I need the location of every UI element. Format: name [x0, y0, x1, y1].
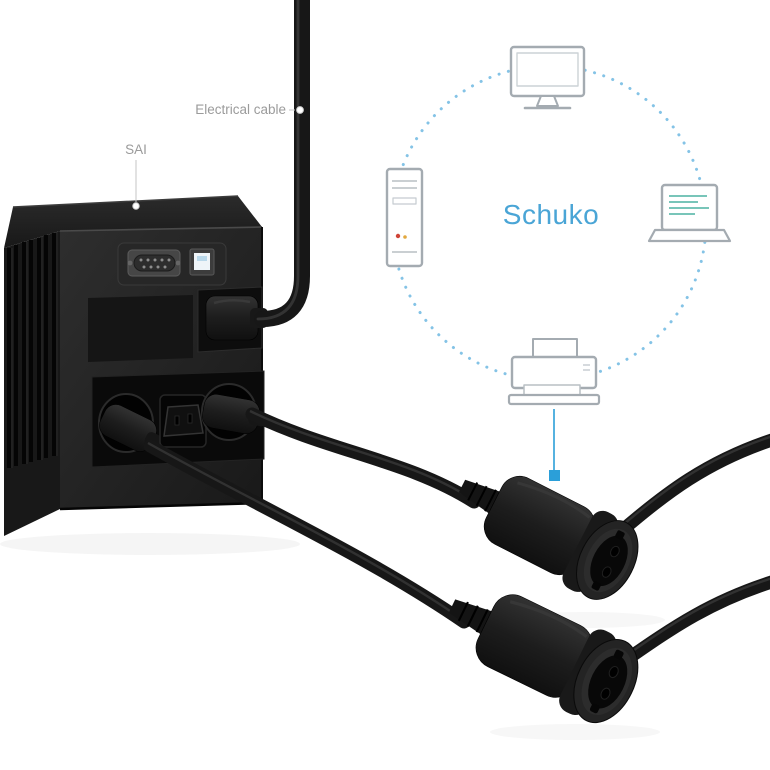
sai-label: SAI: [125, 142, 147, 157]
laptop-icon: [647, 183, 732, 243]
electrical-cable: [254, 0, 310, 327]
printer-icon: [507, 338, 601, 406]
schuko-pointer: [549, 409, 560, 481]
schuko-pointer-marker: [549, 470, 560, 481]
serial-port: [127, 249, 181, 277]
ups-vents: [7, 233, 56, 468]
power-inlet: [197, 286, 268, 353]
usb-port: [189, 248, 215, 276]
cable-from-right-upper: [611, 433, 770, 541]
electrical-cable-annotation: Electrical cable: [195, 102, 304, 117]
cable-ups-to-upper-socket: [245, 407, 481, 509]
electrical-cable-label: Electrical cable: [195, 102, 286, 117]
schuko-socket-lower: [448, 594, 639, 724]
ups-top-face: [4, 196, 262, 248]
desktop-pc-icon: [385, 167, 424, 268]
schuko-socket-upper: [458, 475, 639, 600]
ups-device: [4, 195, 268, 536]
schuko-label: Schuko: [503, 199, 599, 230]
panel-label-area: [88, 295, 193, 362]
cable-from-right-lower: [619, 575, 770, 667]
output-sockets: [91, 370, 267, 468]
monitor-icon: [509, 45, 586, 110]
sai-annotation: SAI: [125, 142, 147, 210]
cable-ups-to-lower-socket: [143, 439, 471, 629]
